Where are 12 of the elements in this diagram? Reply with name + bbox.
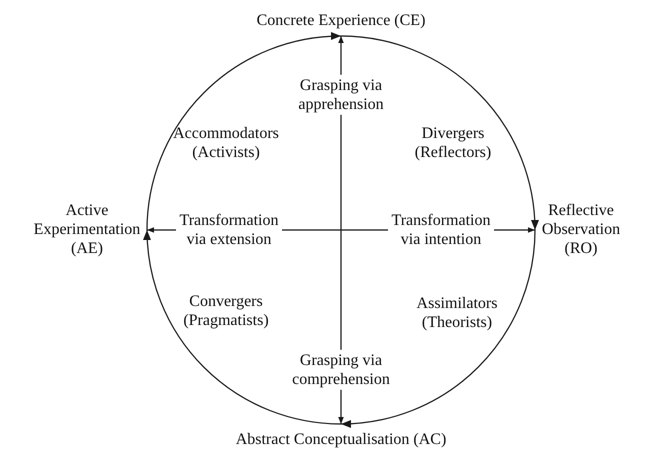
quadrant-label: Convergers (Pragmatists) xyxy=(182,292,270,330)
stage-label: Abstract Conceptualisation (AC) xyxy=(235,424,447,450)
quadrant-label: Divergers (Reflectors) xyxy=(414,124,492,162)
stage-label: Active Experimentation (AE) xyxy=(33,201,147,259)
quadrant-label: Assimilators (Theorists) xyxy=(416,294,498,332)
stage-label: Concrete Experience (CE) xyxy=(256,10,426,36)
curved-arrow xyxy=(340,35,538,230)
stage-label: Reflective Observation (RO) xyxy=(535,201,621,259)
curved-arrow xyxy=(340,230,536,428)
quadrant-label: Accommodators (Activists) xyxy=(172,124,280,162)
curved-arrow xyxy=(146,32,342,230)
curved-arrow xyxy=(144,230,342,425)
